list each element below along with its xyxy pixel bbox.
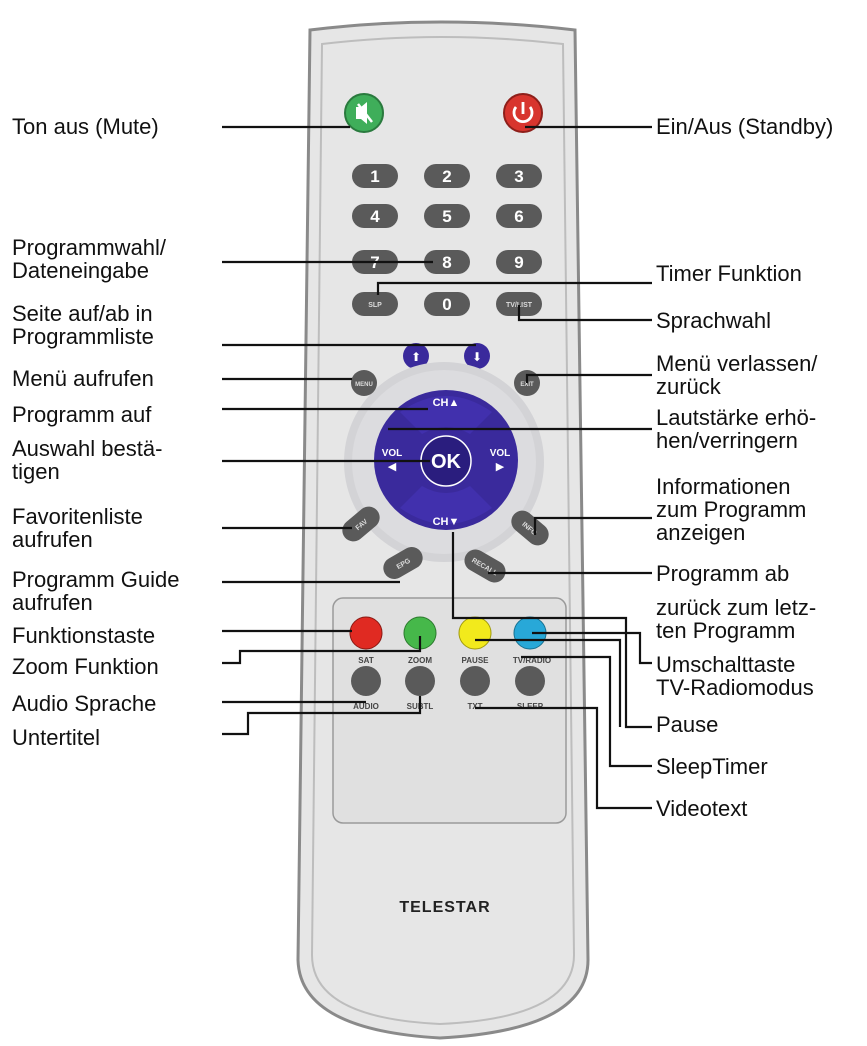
pause-label: PAUSE <box>462 656 490 665</box>
key-1[interactable] <box>352 164 398 188</box>
brand-logo: TELESTAR <box>399 899 490 916</box>
label-ok: Auswahl bestä- tigen <box>12 436 163 484</box>
key-1-label: 1 <box>370 167 379 186</box>
label-teletext: Videotext <box>656 796 748 821</box>
label-audio: Audio Sprache <box>12 691 157 716</box>
label-zoom: Zoom Funktion <box>12 654 159 679</box>
sleep-key[interactable] <box>515 666 545 696</box>
key-5-label: 5 <box>442 207 451 226</box>
key-0[interactable] <box>424 292 470 316</box>
label-lang: Sprachwahl <box>656 308 771 333</box>
label-func: Funktionstaste <box>12 623 156 648</box>
label-info: Informationen zum Programm anzeigen <box>656 474 807 545</box>
label-menu: Menü aufrufen <box>12 366 154 391</box>
key-4[interactable] <box>352 204 398 228</box>
sleep-label: SLEEP <box>517 702 544 711</box>
key-8[interactable] <box>424 250 470 274</box>
ok-label: OK <box>431 451 462 473</box>
epg-key[interactable] <box>379 543 426 583</box>
label-subtitle: Untertitel <box>12 725 101 750</box>
remote-inner-edge <box>310 36 576 1026</box>
key-4-label: 4 <box>370 207 380 226</box>
leader-teletext <box>475 706 652 810</box>
sat-label: SAT <box>358 656 374 665</box>
audio-label: AUDIO <box>353 702 379 711</box>
leader-timer <box>376 281 652 295</box>
leader-sleep <box>521 655 652 768</box>
channel-up-button[interactable] <box>400 396 492 434</box>
key-2-label: 2 <box>442 167 451 186</box>
label-vol: Lautstärke erhö- hen/verringern <box>656 405 817 453</box>
label-fav: Favoritenliste aufrufen <box>12 504 143 552</box>
page-up-button[interactable] <box>403 343 429 369</box>
label-pause: Pause <box>656 712 719 737</box>
key-2[interactable] <box>424 164 470 188</box>
channel-down-button[interactable] <box>400 486 492 524</box>
page-up-icon: ⬆ <box>411 350 421 364</box>
leader-exit <box>525 373 652 383</box>
label-ch-up: Programm auf <box>12 402 152 427</box>
subtitle-key[interactable] <box>405 666 435 696</box>
label-ch-down: Programm ab <box>656 561 790 586</box>
leader-lang <box>517 305 652 322</box>
recall-key[interactable] <box>460 545 509 586</box>
fav-key[interactable] <box>338 502 384 546</box>
volume-down-label[interactable]: VOL <box>382 448 403 459</box>
key-3-label: 3 <box>514 167 523 186</box>
info-key[interactable] <box>507 506 553 550</box>
leader-pause <box>475 638 622 727</box>
key-3[interactable] <box>496 164 542 188</box>
menu-key[interactable] <box>351 370 377 396</box>
timer-key-label: SLP <box>368 302 382 309</box>
menu-key-label: MENU <box>355 382 373 388</box>
leader-subtitle <box>222 696 422 736</box>
label-epg: Programm Guide aufrufen <box>12 567 180 615</box>
page-down-icon: ⬇ <box>472 350 482 364</box>
number-keypad: 1 2 3 4 5 6 7 8 9 SLP 0 TV/LIST <box>352 164 542 316</box>
teletext-key[interactable] <box>460 666 490 696</box>
volume-up-icon: ▶ <box>496 461 505 473</box>
channel-down-label: CH▼ <box>433 516 460 528</box>
yellow-key[interactable] <box>458 616 492 650</box>
exit-key-label: EXIT <box>520 382 534 388</box>
timer-key[interactable] <box>352 292 398 316</box>
label-timer: Timer Funktion <box>656 261 802 286</box>
label-page: Seite auf/ab in Programmliste <box>12 301 154 349</box>
key-6-label: 6 <box>514 207 523 226</box>
key-9[interactable] <box>496 250 542 274</box>
key-9-label: 9 <box>514 253 523 272</box>
leader-tvradio <box>532 631 652 665</box>
label-recall: zurück zum letz- ten Programm <box>656 595 817 643</box>
key-8-label: 8 <box>442 253 451 272</box>
label-exit: Menü verlassen/ zurück <box>656 351 818 399</box>
zoom-label: ZOOM <box>408 656 432 665</box>
label-tvradio: Umschalttaste TV-Radiomodus <box>656 652 814 700</box>
label-power: Ein/Aus (Standby) <box>656 114 834 139</box>
tv-radio-label: TV/RADIO <box>513 656 551 665</box>
teletext-label: TXT <box>467 702 482 711</box>
leader-lines <box>222 125 652 810</box>
power-icon <box>512 102 534 123</box>
key-6[interactable] <box>496 204 542 228</box>
label-sleep: SleepTimer <box>656 754 768 779</box>
audio-key[interactable] <box>351 666 381 696</box>
leader-recall <box>451 532 652 729</box>
leader-zoom <box>222 636 422 665</box>
leader-info <box>533 516 652 535</box>
page-down-button[interactable] <box>464 343 490 369</box>
volume-down-icon: ◀ <box>388 461 397 473</box>
key-5[interactable] <box>424 204 470 228</box>
red-key[interactable] <box>349 616 383 650</box>
key-0-label: 0 <box>442 295 451 314</box>
label-numbers: Programmwahl/ Dateneingabe <box>12 235 167 283</box>
mute-icon <box>356 102 373 124</box>
tv-list-key[interactable] <box>496 292 542 316</box>
channel-up-label: CH▲ <box>433 397 460 409</box>
volume-up-label[interactable]: VOL <box>490 448 511 459</box>
function-panel <box>332 597 567 824</box>
label-mute: Ton aus (Mute) <box>12 114 159 139</box>
